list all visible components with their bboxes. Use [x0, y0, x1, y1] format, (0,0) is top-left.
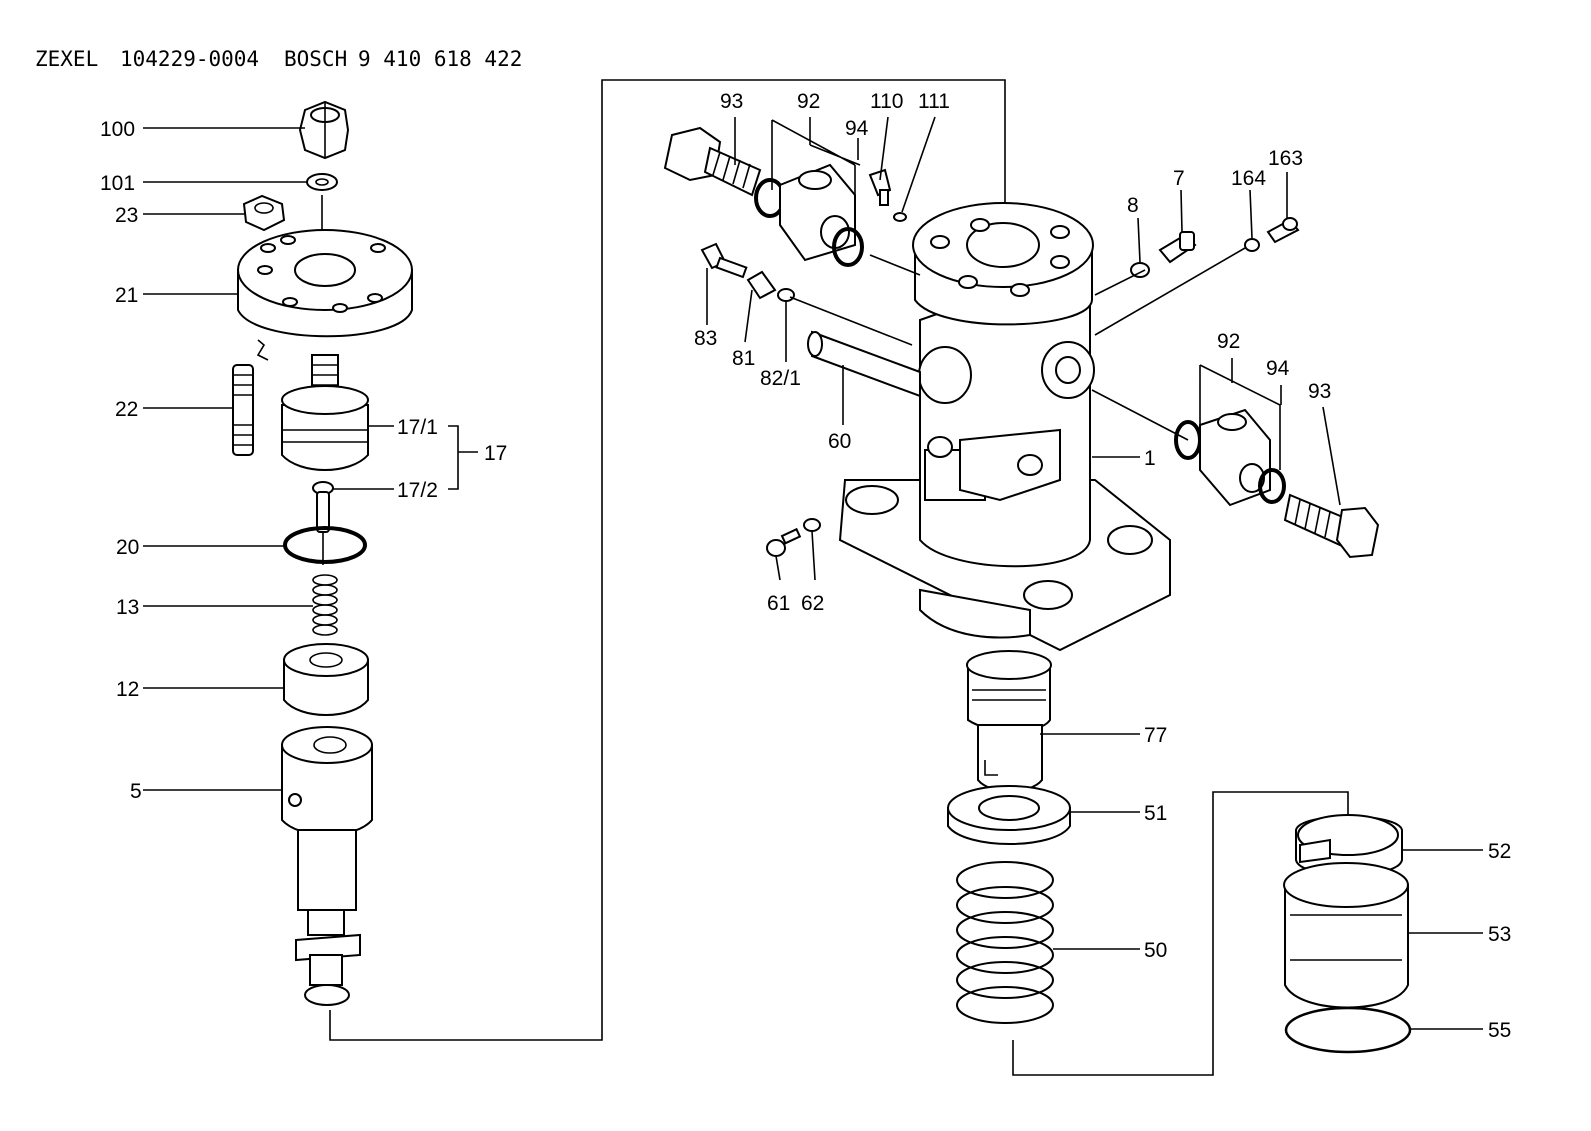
- callout-94-left: 94: [845, 117, 869, 140]
- connector-line-right: [1012, 791, 1349, 1076]
- part-83-bolt: [700, 242, 748, 279]
- callout-17-1: 17/1: [397, 416, 438, 439]
- part-13-spring: [312, 574, 338, 636]
- callout-53: 53: [1488, 923, 1511, 946]
- part-101-washer: [306, 173, 338, 191]
- callout-55: 55: [1488, 1019, 1511, 1042]
- header-bosch-label: BOSCH: [284, 47, 347, 71]
- part-110-screw: [868, 168, 892, 206]
- part-77-control-sleeve: [966, 650, 1052, 793]
- part-60-rod: [807, 330, 921, 398]
- part-51-spring-seat: [947, 785, 1071, 845]
- part-1-pump-housing: [838, 202, 1171, 652]
- part-17-2-valve: [312, 481, 334, 533]
- callout-163: 163: [1268, 147, 1303, 170]
- callout-52: 52: [1488, 840, 1511, 863]
- part-164-washer: [1244, 238, 1260, 252]
- part-61-screw: [766, 527, 802, 557]
- header-brand: ZEXEL: [35, 47, 98, 71]
- part-7-valve: [1158, 231, 1197, 264]
- part-52-spring-seat-lower: [1295, 814, 1403, 876]
- part-22-stud: [232, 364, 254, 456]
- part-12-valve-seat: [283, 643, 369, 716]
- part-93-banjo-bolt-left: [663, 126, 762, 197]
- callout-1: 1: [1144, 447, 1156, 470]
- leader-lines: [143, 116, 1483, 1030]
- callout-93-right: 93: [1308, 380, 1331, 403]
- callout-101: 101: [100, 172, 135, 195]
- callout-100: 100: [100, 118, 135, 141]
- callout-labels: 100 101 23 21 22 17/1 17 17/2 20 13 12 5…: [100, 90, 1511, 1042]
- callout-77: 77: [1144, 724, 1167, 747]
- part-93-banjo-bolt-right: [1283, 493, 1380, 559]
- callout-21: 21: [115, 284, 138, 307]
- callout-111: 111: [918, 90, 950, 113]
- callout-23: 23: [115, 204, 138, 227]
- callout-17: 17: [484, 442, 507, 465]
- callout-61: 61: [767, 592, 790, 615]
- callout-13: 13: [116, 596, 139, 619]
- part-23-nut: [242, 194, 286, 232]
- callout-50: 50: [1144, 939, 1167, 962]
- part-8-washer: [1130, 262, 1150, 278]
- callout-12: 12: [116, 678, 139, 701]
- part-5-plunger-barrel: [281, 726, 373, 1006]
- callout-83: 83: [694, 327, 717, 350]
- callout-8: 8: [1127, 194, 1139, 217]
- callout-82-1: 82/1: [760, 367, 801, 390]
- callout-164: 164: [1231, 167, 1266, 190]
- header-zexel-number: 104229-0004: [120, 47, 259, 71]
- callout-5: 5: [130, 780, 142, 803]
- callout-110: 110: [870, 90, 903, 113]
- connector-line-left: [329, 79, 1006, 1041]
- part-163-screw: [1266, 217, 1300, 244]
- part-21-flange: [237, 229, 413, 338]
- callout-20: 20: [116, 536, 139, 559]
- callout-22: 22: [115, 398, 138, 421]
- part-100-nut: [298, 100, 350, 160]
- callout-94-right: 94: [1266, 357, 1290, 380]
- part-53-tappet: [1283, 862, 1409, 1009]
- part-62-washer: [803, 518, 821, 532]
- callout-17-2: 17/2: [397, 479, 438, 502]
- callout-60: 60: [828, 430, 851, 453]
- part-50-spring: [956, 861, 1054, 1024]
- part-82-1-washer: [777, 288, 795, 302]
- callout-92-left: 92: [797, 90, 820, 113]
- part-92-banjo-right: [1199, 408, 1271, 507]
- header-bosch-number: 9 410 618 422: [358, 47, 522, 71]
- callout-92-right: 92: [1217, 330, 1240, 353]
- part-94-o-ring-left-b: [832, 227, 864, 267]
- callout-62: 62: [801, 592, 824, 615]
- part-17-valve-holder: [281, 354, 369, 471]
- callout-51: 51: [1144, 802, 1167, 825]
- callout-93-left: 93: [720, 90, 743, 113]
- callout-7: 7: [1173, 167, 1185, 190]
- part-111-washer: [893, 212, 907, 222]
- part-92-banjo-left: [779, 163, 856, 262]
- callout-81: 81: [732, 347, 755, 370]
- part-94-o-ring-right-b: [1258, 468, 1286, 504]
- part-55-snap-ring: [1284, 1006, 1412, 1054]
- part-20-o-ring: [283, 526, 367, 564]
- part-81-plate: [746, 270, 777, 300]
